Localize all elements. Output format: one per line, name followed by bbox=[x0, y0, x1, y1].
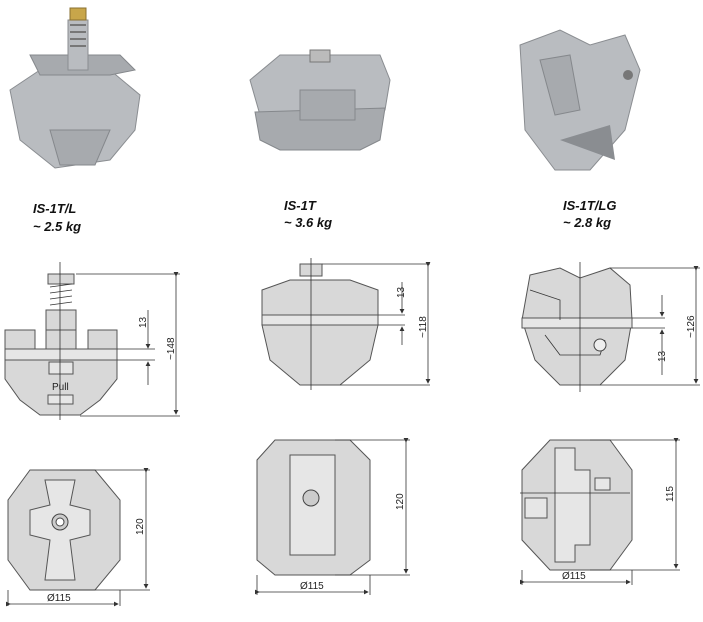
side-view-is-1t-l: Pull 13 ~148 bbox=[4, 262, 180, 420]
side-view-is-1t: 13 ~118 bbox=[261, 258, 431, 390]
top-view-is-1t-lg: 115 Ø115 bbox=[520, 438, 680, 585]
photo-is-1t-lg bbox=[519, 29, 641, 171]
dim-depth-is-1t: 120 bbox=[395, 493, 406, 510]
side-view-is-1t-lg: ~126 13 bbox=[521, 262, 700, 392]
dim-gap-is-1t-l: 13 bbox=[138, 316, 149, 328]
product-name-is-1t-l: IS-1T/L bbox=[33, 201, 76, 216]
dim-diameter-is-1t-l: Ø115 bbox=[47, 593, 71, 604]
product-name-is-1t: IS-1T bbox=[284, 198, 317, 213]
dim-depth-is-1t-l: 120 bbox=[135, 518, 146, 535]
dim-depth-is-1t-lg: 115 bbox=[665, 486, 676, 502]
dim-gap-is-1t: 13 bbox=[396, 286, 407, 298]
product-weight-is-1t-lg: ~ 2.8 kg bbox=[563, 215, 611, 230]
dim-height-is-1t-l: ~148 bbox=[166, 337, 177, 360]
product-weight-is-1t-l: ~ 2.5 kg bbox=[33, 219, 81, 234]
product-name-is-1t-lg: IS-1T/LG bbox=[563, 198, 616, 213]
top-view-is-1t-l: 120 Ø115 bbox=[6, 468, 150, 607]
top-view-is-1t: 120 Ø115 bbox=[255, 438, 410, 595]
dim-gap-is-1t-lg: 13 bbox=[657, 350, 668, 362]
dim-height-is-1t-lg: ~126 bbox=[686, 315, 697, 338]
product-weight-is-1t: ~ 3.6 kg bbox=[284, 215, 332, 230]
dim-diameter-is-1t-lg: Ø115 bbox=[562, 571, 586, 582]
photo-is-1t bbox=[249, 49, 391, 151]
photo-is-1t-l bbox=[9, 7, 141, 169]
dim-height-is-1t: ~118 bbox=[418, 316, 429, 338]
dim-diameter-is-1t: Ø115 bbox=[300, 581, 324, 592]
